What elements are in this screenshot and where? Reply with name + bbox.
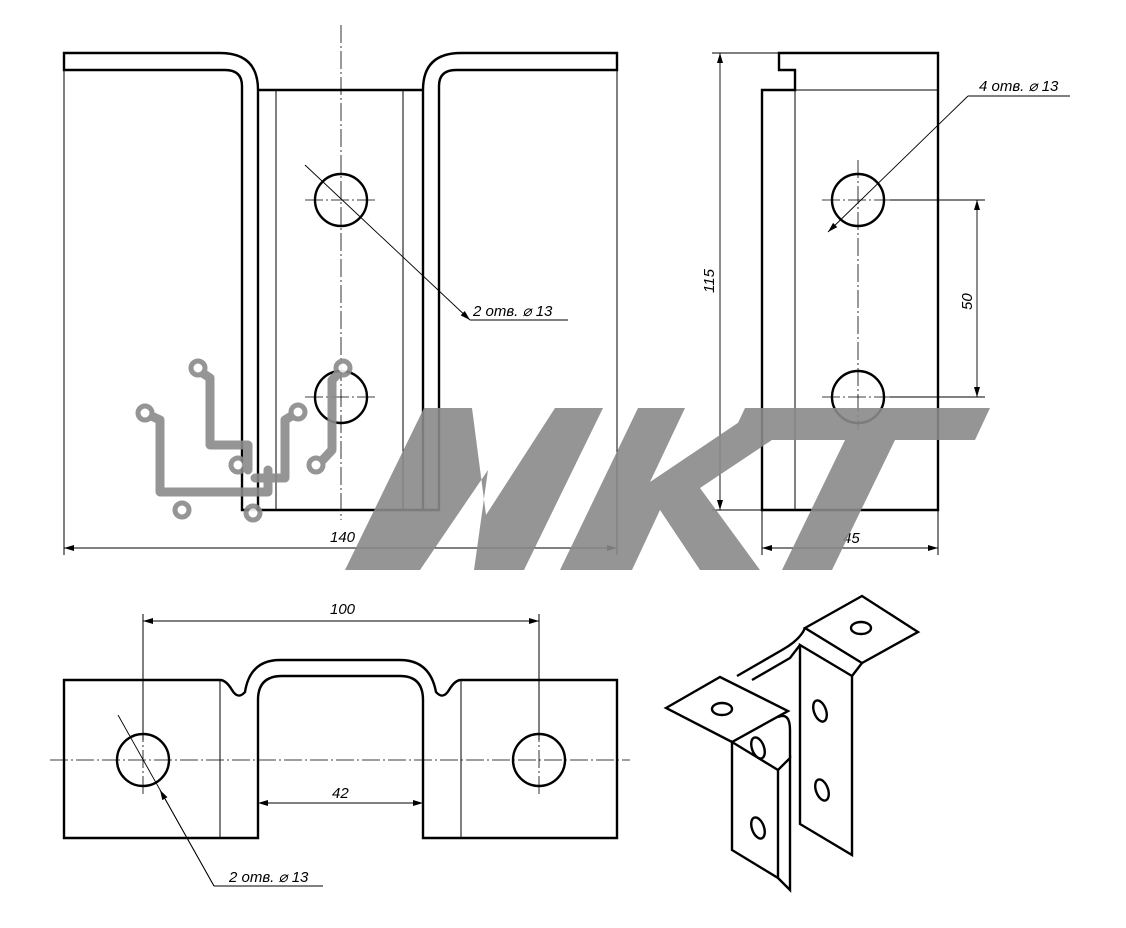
isometric-view — [663, 594, 921, 893]
watermark-letter-k — [560, 408, 820, 570]
watermark-letter-t — [730, 408, 990, 570]
front-hole-callout: 2 отв. ⌀ 13 — [472, 303, 553, 320]
side-height-dim: 115 — [701, 268, 718, 293]
side-view: 4 отв. ⌀ 13 115 50 45 — [701, 51, 1070, 555]
front-width-dim: 140 — [330, 529, 356, 546]
watermark — [135, 358, 990, 570]
top-hole-callout: 2 отв. ⌀ 13 — [228, 869, 309, 886]
side-hole-callout: 4 отв. ⌀ 13 — [979, 78, 1059, 95]
watermark-letter-m — [345, 408, 603, 570]
watermark-logo — [135, 358, 353, 523]
side-view-outline — [760, 51, 940, 512]
top-inner-dim: 42 — [332, 785, 349, 802]
side-spacing-dim: 50 — [959, 293, 976, 310]
top-view-outline — [62, 658, 619, 840]
top-spacing-dim: 100 — [330, 601, 356, 618]
top-view: 100 42 2 отв. ⌀ 13 — [50, 601, 630, 887]
